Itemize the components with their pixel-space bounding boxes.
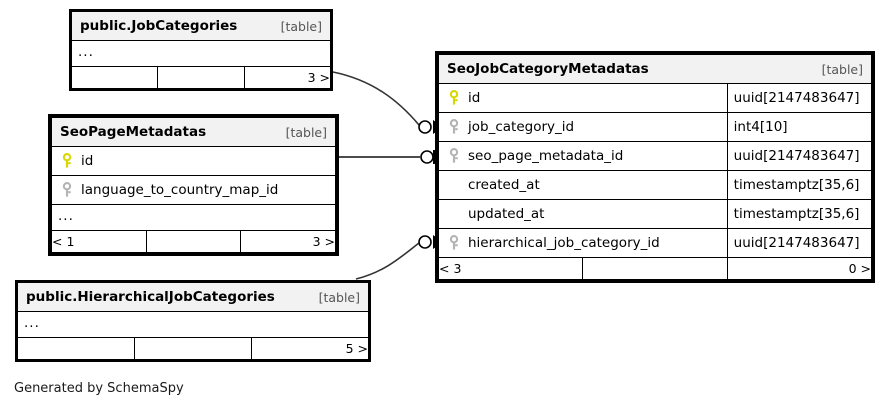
column-name: hierarchical_job_category_id — [468, 235, 660, 251]
table-footer: 3 > — [70, 66, 332, 89]
column-cell-language-to-country-map-id: language_to_country_map_id — [51, 175, 336, 205]
footer-middle — [145, 230, 242, 253]
table-row[interactable]: created_at timestamptz[35,6] — [438, 170, 873, 200]
column-cell-seo-page-metadata-id: seo_page_metadata_id — [438, 141, 728, 171]
column-type-cell: uuid[2147483647] — [726, 83, 873, 113]
edge-endpoint-circle-1 — [418, 120, 432, 134]
column-type-cell: int4[10] — [726, 112, 873, 142]
table-header-seo-job-category-metadatas: SeoJobCategoryMetadatas [table] — [438, 54, 872, 84]
footer-right-count[interactable]: 3 > — [243, 66, 332, 89]
table-footer: < 3 0 > — [437, 257, 873, 280]
table-row-ellipsis: ... — [71, 40, 331, 67]
table-node-job-categories[interactable]: public.JobCategories [table] ... 3 > — [69, 9, 333, 91]
footer-left-count[interactable]: < 1 — [51, 230, 147, 253]
footer-left-count[interactable] — [17, 337, 135, 360]
table-footer: 5 > — [17, 337, 369, 360]
table-tag: [table] — [318, 289, 360, 305]
footer-right-count[interactable]: 0 > — [726, 257, 873, 280]
table-row-ellipsis: ... — [51, 204, 336, 231]
column-name: id — [81, 153, 94, 169]
table-row[interactable]: job_category_id int4[10] — [438, 112, 873, 142]
key-icon-foreign — [446, 148, 462, 164]
footer-left-count[interactable]: < 3 — [437, 257, 584, 280]
table-row[interactable]: updated_at timestamptz[35,6] — [438, 199, 873, 229]
table-footer: < 1 3 > — [51, 230, 336, 253]
table-node-seo-page-metadatas[interactable]: SeoPageMetadatas [table] — [48, 114, 339, 256]
table-node-seo-job-category-metadatas[interactable]: SeoJobCategoryMetadatas [table] — [435, 51, 875, 283]
edge-job-categories — [332, 71, 420, 126]
table-title: public.HierarchicalJobCategories — [26, 289, 275, 305]
key-icon-primary — [446, 90, 462, 106]
column-type: int4[10] — [733, 119, 788, 135]
table-title: public.JobCategories — [80, 18, 238, 34]
ellipsis-label: ... — [78, 44, 94, 60]
table-row[interactable]: language_to_country_map_id — [51, 175, 336, 205]
column-type: uuid[2147483647] — [733, 90, 860, 106]
footer-middle — [582, 257, 728, 280]
column-name: id — [468, 90, 481, 106]
table-row[interactable]: id uuid[2147483647] — [438, 83, 873, 113]
column-type: uuid[2147483647] — [733, 148, 860, 164]
footer-middle — [134, 337, 252, 360]
table-header-hierarchical-job-categories: public.HierarchicalJobCategories [table] — [17, 282, 369, 312]
table-row[interactable]: seo_page_metadata_id uuid[2147483647] — [438, 141, 873, 171]
key-icon-primary — [59, 153, 75, 169]
column-name: job_category_id — [468, 119, 575, 135]
column-cell-id: id — [438, 83, 728, 113]
key-icon-foreign — [446, 235, 462, 251]
table-row[interactable]: id — [51, 146, 336, 176]
table-title: SeoJobCategoryMetadatas — [447, 61, 649, 77]
footer-middle — [157, 66, 245, 89]
column-cell-id: id — [51, 146, 336, 176]
key-icon-foreign — [446, 119, 462, 135]
table-header-seo-page-metadatas: SeoPageMetadatas [table] — [51, 117, 336, 147]
footer-left-count[interactable] — [70, 66, 159, 89]
column-name: created_at — [468, 177, 540, 193]
column-type: timestamptz[35,6] — [733, 177, 860, 193]
table-row-ellipsis: ... — [17, 311, 369, 338]
table-row[interactable]: hierarchical_job_category_id uuid[214748… — [438, 228, 873, 258]
table-node-hierarchical-job-categories[interactable]: public.HierarchicalJobCategories [table]… — [15, 280, 371, 362]
column-cell-updated-at: updated_at — [438, 199, 728, 229]
column-type: uuid[2147483647] — [733, 235, 860, 251]
edge-endpoint-circle-2 — [420, 150, 434, 164]
column-name: seo_page_metadata_id — [468, 148, 624, 164]
column-type-cell: timestamptz[35,6] — [726, 199, 873, 229]
generated-by-caption: Generated by SchemaSpy — [14, 381, 184, 396]
column-type: timestamptz[35,6] — [733, 206, 860, 222]
column-cell-hierarchical-job-category-id: hierarchical_job_category_id — [438, 228, 728, 258]
column-type-cell: uuid[2147483647] — [726, 228, 873, 258]
edge-endpoint-circle-3 — [418, 235, 432, 249]
key-icon-foreign — [59, 182, 75, 198]
column-cell-job-category-id: job_category_id — [438, 112, 728, 142]
table-tag: [table] — [821, 61, 863, 77]
ellipsis-label: ... — [24, 315, 40, 331]
table-title: SeoPageMetadatas — [60, 124, 207, 140]
column-type-cell: uuid[2147483647] — [726, 141, 873, 171]
column-name: language_to_country_map_id — [81, 182, 279, 198]
footer-right-count[interactable]: 3 > — [240, 230, 336, 253]
column-name: updated_at — [468, 206, 545, 222]
edge-hierarchical-job-categories — [355, 242, 420, 280]
column-cell-created-at: created_at — [438, 170, 728, 200]
table-header-job-categories: public.JobCategories [table] — [71, 11, 331, 41]
table-tag: [table] — [280, 18, 322, 34]
footer-right-count[interactable]: 5 > — [251, 337, 369, 360]
ellipsis-label: ... — [58, 208, 74, 224]
table-tag: [table] — [285, 124, 327, 140]
column-type-cell: timestamptz[35,6] — [726, 170, 873, 200]
